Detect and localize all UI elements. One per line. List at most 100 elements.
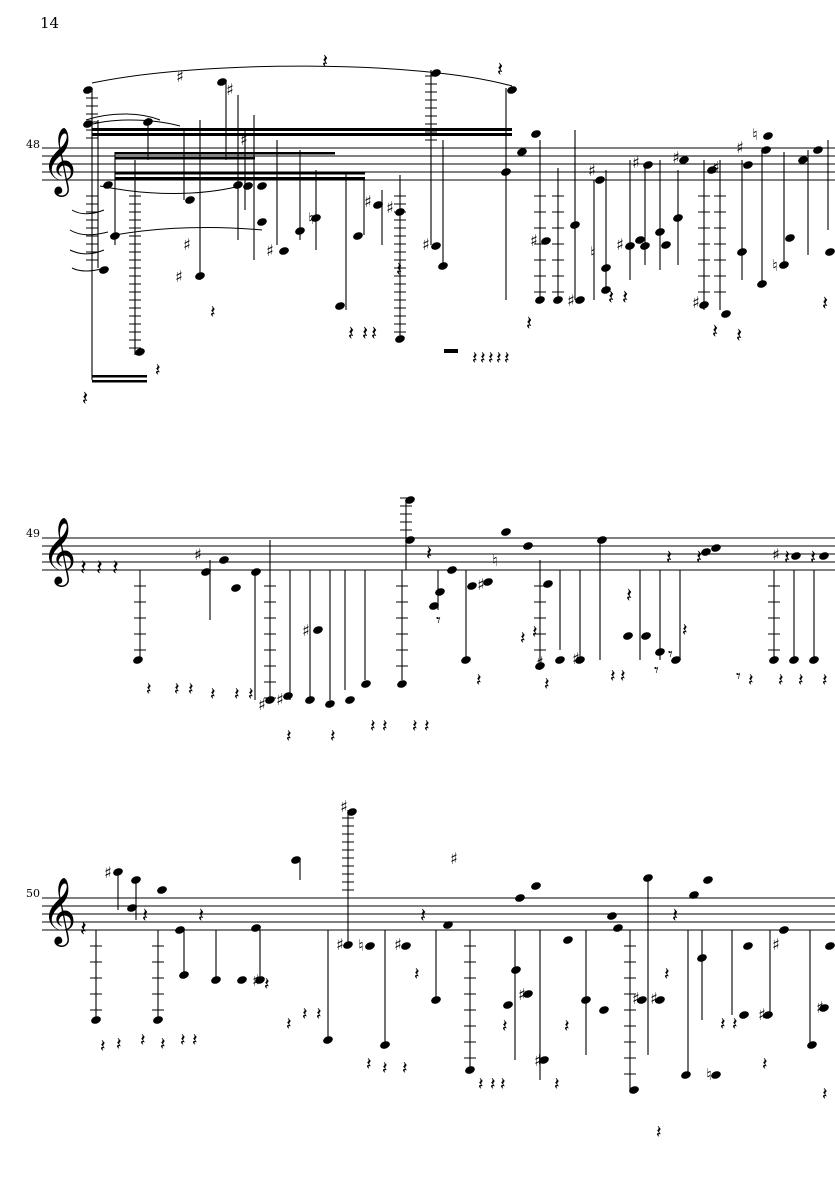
sharp-sign: ♯: [386, 198, 394, 217]
sharp-sign: ♯: [736, 138, 744, 157]
sharp-sign: ♯: [572, 649, 580, 668]
system-1: 48 𝄞: [26, 49, 835, 410]
quarter-rest: 𝄽: [736, 323, 742, 347]
sharp-sign: ♯: [336, 935, 344, 954]
quarter-rest: 𝄽: [504, 348, 510, 369]
sharp-sign: ♯: [364, 192, 372, 211]
quarter-rest: 𝄽: [696, 545, 702, 569]
quarter-rest: 𝄽: [264, 974, 270, 995]
half-rest: [444, 349, 458, 353]
sharp-sign: ♯: [816, 998, 824, 1017]
sharp-sign: ♯: [276, 690, 284, 709]
quarter-rest: 𝄽: [488, 348, 494, 369]
sharp-sign: ♯: [194, 545, 202, 564]
eighth-rest: 𝄾: [654, 660, 659, 681]
quarter-rest: 𝄽: [82, 386, 88, 410]
quarter-rest: 𝄽: [672, 903, 678, 927]
quarter-rest: 𝄽: [472, 348, 478, 369]
quarter-rest: 𝄽: [424, 716, 430, 737]
sharp-sign: ♯: [772, 545, 780, 564]
quarter-rest: 𝄽: [656, 1122, 662, 1143]
quarter-rest: 𝄽: [622, 285, 628, 309]
quarter-rest: 𝄽: [778, 670, 784, 691]
quarter-rest: 𝄽: [762, 1054, 768, 1075]
quarter-rest: 𝄽: [116, 1034, 122, 1055]
sharp-sign: ♯: [672, 148, 680, 167]
quarter-rest: 𝄽: [286, 726, 292, 747]
quarter-rest: 𝄽: [544, 674, 550, 695]
quarter-rest: 𝄽: [330, 726, 336, 747]
quarter-rest: 𝄽: [146, 679, 152, 700]
quarter-rest: 𝄽: [382, 716, 388, 737]
quarter-rest: 𝄽: [526, 311, 532, 335]
natural-sign: ♮: [492, 551, 498, 570]
sharp-sign: ♯: [567, 291, 575, 310]
sharp-sign: ♯: [712, 158, 720, 177]
quarter-rest: 𝄽: [366, 1054, 372, 1075]
quarter-rest: 𝄽: [666, 545, 672, 569]
quarter-rest: 𝄽: [248, 684, 254, 705]
quarter-rest: 𝄽: [732, 1014, 738, 1035]
quarter-rest: 𝄽: [402, 1058, 408, 1079]
staff-lines-1: [42, 147, 835, 181]
quarter-rest: 𝄽: [322, 49, 328, 73]
sharp-sign: ♯: [530, 231, 538, 250]
quarter-rest: 𝄽: [210, 684, 216, 705]
quarter-rest: 𝄽: [748, 670, 754, 691]
quarter-rest: 𝄽: [80, 556, 87, 581]
sharp-sign: ♯: [632, 153, 640, 172]
page-number: 14: [40, 14, 60, 32]
ties-1: [69, 65, 513, 272]
quarter-rest: 𝄽: [80, 917, 87, 942]
rests-1: 𝄽 𝄽 𝄽 𝄽 𝄽 𝄽 𝄽 𝄽 𝄽 𝄽 𝄽 𝄽 𝄽 𝄽 𝄽 𝄽 𝄽 𝄽 𝄽 𝄽: [82, 49, 828, 410]
sharp-sign: ♯: [394, 935, 402, 954]
quarter-rest: 𝄽: [316, 1004, 322, 1025]
sharp-sign: ♯: [252, 971, 260, 990]
eighth-rest: 𝄾: [668, 644, 673, 665]
natural-sign: ♮: [772, 256, 778, 275]
quarter-rest: 𝄽: [140, 1030, 146, 1051]
sharp-sign: ♯: [183, 235, 191, 254]
treble-clef: 𝄞: [42, 126, 76, 197]
measure-number-50: 50: [26, 887, 40, 900]
quarter-rest: 𝄽: [497, 57, 503, 81]
beams-1: [92, 128, 512, 383]
sharp-sign: ♯: [226, 80, 234, 99]
quarter-rest: 𝄽: [682, 620, 688, 641]
ledger-lines-1: [86, 75, 726, 349]
quarter-rest: 𝄽: [155, 360, 161, 381]
quarter-rest: 𝄽: [476, 670, 482, 691]
quarter-rest: 𝄽: [188, 679, 194, 700]
sharp-sign: ♯: [240, 130, 248, 149]
quarter-rest: 𝄽: [142, 903, 148, 927]
rests-2: 𝄽 𝄽 𝄽 𝄽 𝄽 𝄽 𝄽 𝄽 𝄽 𝄽 𝄽 𝄽 𝄽 𝄽 𝄽 𝄽 𝄽 𝄽 𝄽 𝄽 …: [80, 541, 828, 747]
sharp-sign: ♯: [266, 241, 274, 260]
quarter-rest: 𝄽: [234, 684, 240, 705]
eighth-rest: 𝄾: [436, 610, 441, 631]
quarter-rest: 𝄽: [174, 679, 180, 700]
quarter-rest: 𝄽: [96, 556, 103, 581]
noteheads-3: [91, 808, 835, 1094]
quarter-rest: 𝄽: [564, 1016, 570, 1037]
quarter-rest: 𝄽: [822, 670, 828, 691]
rests-3: 𝄽 𝄽 𝄽 𝄽 𝄽 𝄽 𝄽 𝄽 𝄽 𝄽 𝄽 𝄽 𝄽 𝄽 𝄽 𝄽 𝄽 𝄽 𝄽 𝄽 …: [80, 903, 828, 1143]
quarter-rest: 𝄽: [160, 1034, 166, 1055]
quarter-rest: 𝄽: [100, 1036, 106, 1057]
sharp-sign: ♯: [175, 267, 183, 286]
measure-number-49: 49: [26, 527, 40, 540]
noteheads-2: [133, 496, 829, 708]
sharp-sign: ♯: [534, 1051, 542, 1070]
natural-sign: ♮: [358, 936, 364, 955]
quarter-rest: 𝄽: [664, 964, 670, 985]
ledger-lines-3: [90, 817, 636, 1075]
noteheads-1: [83, 69, 835, 356]
quarter-rest: 𝄽: [420, 903, 426, 927]
quarter-rest: 𝄽: [426, 541, 432, 565]
sharp-sign: ♯: [632, 989, 640, 1008]
sharp-sign: ♯: [518, 985, 526, 1004]
measure-number-48: 48: [26, 138, 40, 151]
eighth-rest: 𝄾: [736, 666, 741, 687]
quarter-rest: 𝄽: [210, 302, 216, 323]
sharp-sign: ♯: [422, 235, 430, 254]
